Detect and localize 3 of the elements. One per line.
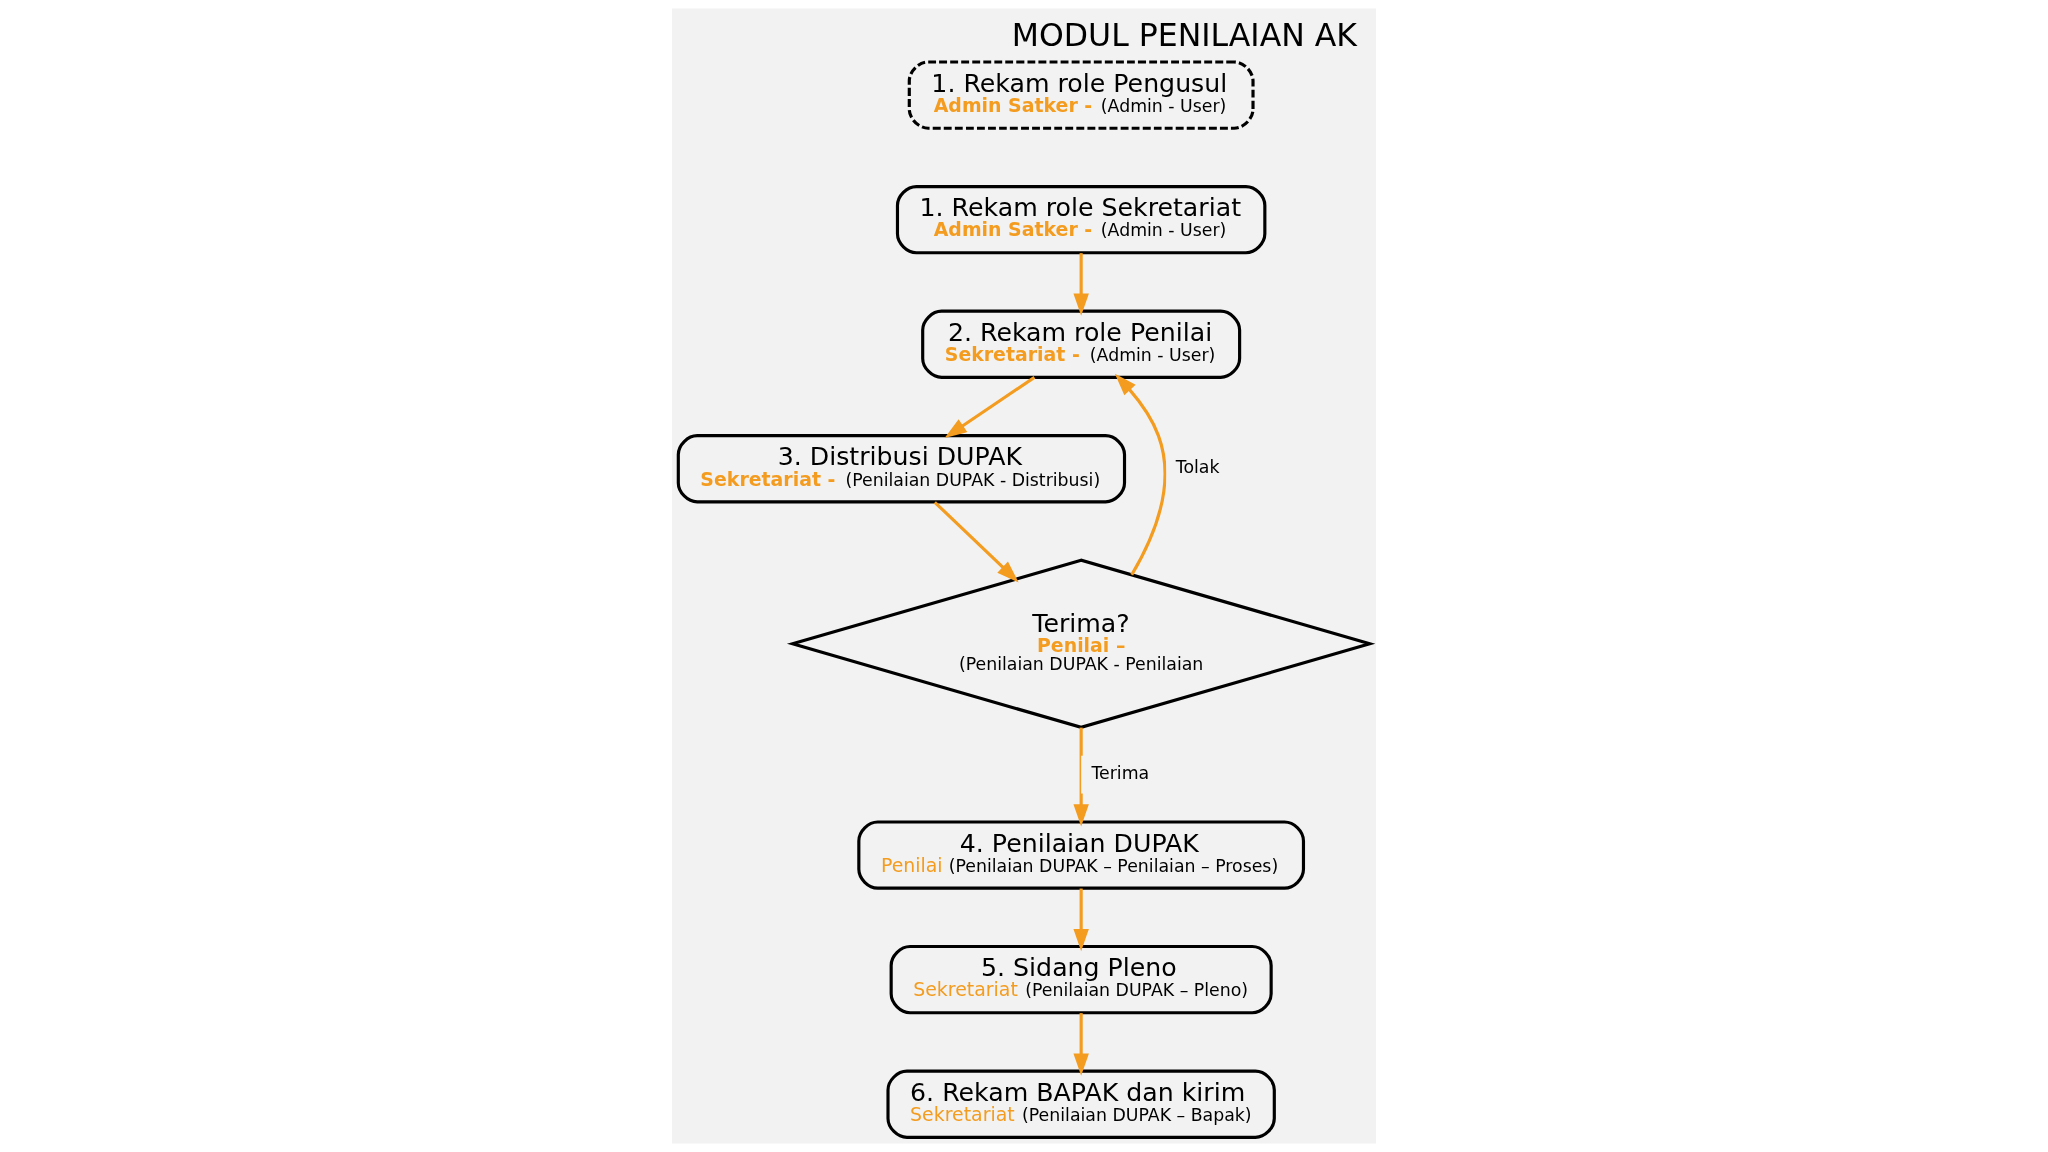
edge-label: Terima [1091, 763, 1150, 784]
edge-label: Tolak [1175, 457, 1220, 478]
diagram-title: MODUL PENILAIAN AK [1011, 17, 1358, 54]
